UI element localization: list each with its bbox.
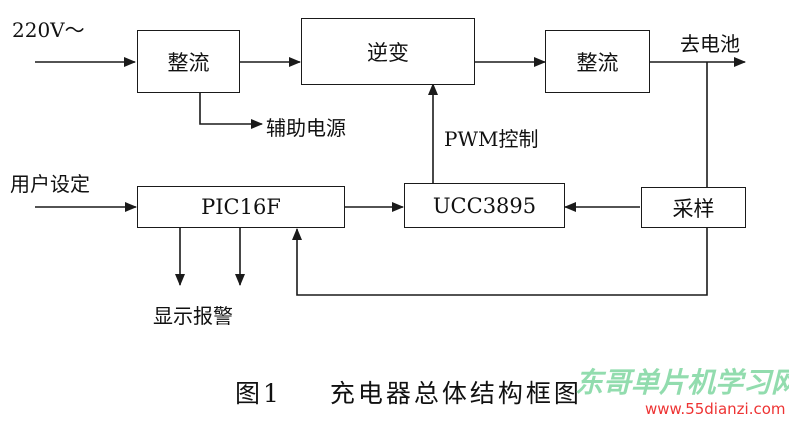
pwm-control-label: PWM控制 [444,127,539,151]
ucc3895-block: UCC3895 [404,183,565,228]
rectifier-in-block: 整流 [137,30,240,93]
user-setting-label: 用户设定 [10,172,90,196]
rectifier-in-label: 整流 [167,50,210,75]
figure-number: 图1 [235,379,282,408]
display-alarm-label: 显示报警 [153,304,233,328]
aux-power-label: 辅助电源 [266,116,346,140]
mains-input-label: 220V～ [12,18,85,42]
pic16f-label: PIC16F [201,195,281,219]
aux-power-arrow [199,93,263,129]
sampling-block: 采样 [641,187,746,228]
pic16f-block: PIC16F [137,186,345,228]
sampling-label: 采样 [672,196,715,221]
inverter-label: 逆变 [367,40,409,65]
figure-caption: 图1 充电器总体结构框图 [235,374,582,410]
ucc3895-label: UCC3895 [432,193,537,218]
watermark-brand: 东哥单片机学习网 [575,366,789,399]
figure-title: 充电器总体结构框图 [329,379,582,408]
inverter-block: 逆变 [301,18,475,85]
rectifier-out-label: 整流 [576,50,619,75]
rectifier-out-block: 整流 [545,30,650,93]
feedback-to-pic-arrow [292,228,708,296]
to-battery-label: 去电池 [680,32,740,56]
watermark-url: www.55dianzi.com [645,400,786,418]
